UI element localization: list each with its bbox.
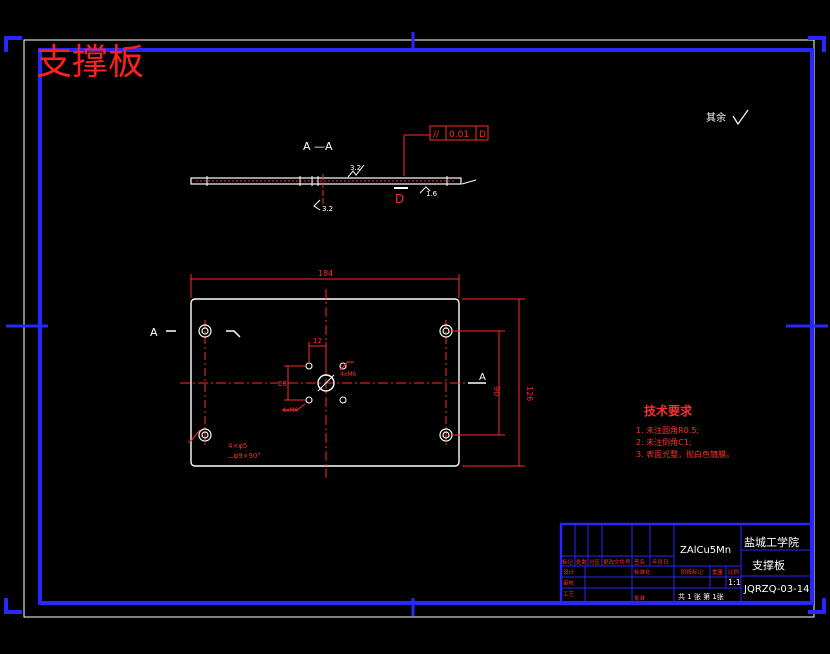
tb-label: 审核 <box>563 579 575 587</box>
tb-material: ZAlCu5Mn <box>680 545 731 556</box>
dim-center-offset: 12 <box>313 337 322 345</box>
small-holes <box>305 362 347 404</box>
section-marker-left: A <box>150 326 158 339</box>
tb-label: 设计 <box>563 568 575 576</box>
section-view <box>190 174 462 205</box>
tech-req-item: 3. 表面光整，抛白色镀膜。 <box>636 449 734 459</box>
tb-label: 重量 <box>712 568 724 576</box>
dim-small-holes-a: 4xM6 <box>340 371 357 378</box>
tb-part-name: 支撑板 <box>752 558 785 572</box>
roughness-check-icon <box>732 109 749 126</box>
roughness-top: 3.2 <box>350 164 361 172</box>
tolerance-value: 0.01 <box>449 130 469 140</box>
plan-dimensions <box>188 274 525 467</box>
tolerance-symbol: // <box>433 130 440 140</box>
tech-req-heading: 技术要求 <box>644 403 693 418</box>
corner-marks <box>4 36 826 614</box>
roughness-top-icon <box>347 164 365 178</box>
dim-corner-holes-2: ⌴φ9×90° <box>228 452 261 460</box>
tb-label: 更改文件号 <box>603 558 631 566</box>
surface-note: 其余 <box>706 111 726 124</box>
outer-border <box>23 39 815 618</box>
tb-sheet: 共 1 张 第 1张 <box>678 592 724 601</box>
cut-arrow-left <box>226 330 241 338</box>
tb-label: 标准化 <box>634 568 651 576</box>
tb-school: 盐城工学院 <box>744 535 799 549</box>
tb-label: 工艺 <box>563 591 575 598</box>
tb-label: 签名 <box>634 558 645 566</box>
dim-corner-holes-1: 4×φ5 <box>228 442 247 450</box>
dim-center-height: 28 <box>278 380 287 388</box>
tb-label: 处数 <box>576 558 588 566</box>
roughness-right: 1.6 <box>426 190 438 198</box>
tb-drawing-no: JQRZQ-03-14 <box>743 584 809 595</box>
tolerance-datum: D <box>479 130 486 140</box>
dim-small-holes-b: 4xM6 <box>282 407 299 414</box>
tech-req-item: 1. 未注圆角R0.5; <box>636 425 699 435</box>
center-hole <box>317 374 335 392</box>
tb-label: 比例 <box>728 568 740 576</box>
roughness-right-icon <box>419 186 431 194</box>
roughness-bottom: 3.2 <box>322 205 333 213</box>
plan-view <box>180 289 472 478</box>
tech-req-item: 2. 未注倒角C1; <box>636 437 692 447</box>
dim-overall-width: 184 <box>318 269 333 278</box>
roughness-bottom-icon <box>313 199 321 211</box>
section-marker-right: A <box>479 372 486 383</box>
tb-label: 分区 <box>589 558 601 566</box>
section-leader <box>461 179 477 185</box>
tb-label: 批准 <box>634 594 646 602</box>
dim-overall-height: 126 <box>525 386 534 401</box>
tb-scale: 1:1 <box>728 578 741 587</box>
section-view-label: A —A <box>303 140 333 153</box>
title-block: 标记 处数 分区 更改文件号 签名 年月日 设计 标准化 审核 工艺 批准 阶段… <box>559 522 814 605</box>
centering-marks <box>6 32 828 616</box>
tb-label: 年月日 <box>652 558 669 566</box>
tb-label: 标记 <box>562 558 574 566</box>
drawing-title: 支撑板 <box>36 42 144 83</box>
tolerance-frame: // 0.01 D <box>403 125 489 176</box>
tb-label: 阶段标记 <box>681 568 704 576</box>
datum-mark: D <box>395 192 404 206</box>
dim-hole-spacing: 90 <box>492 386 501 396</box>
